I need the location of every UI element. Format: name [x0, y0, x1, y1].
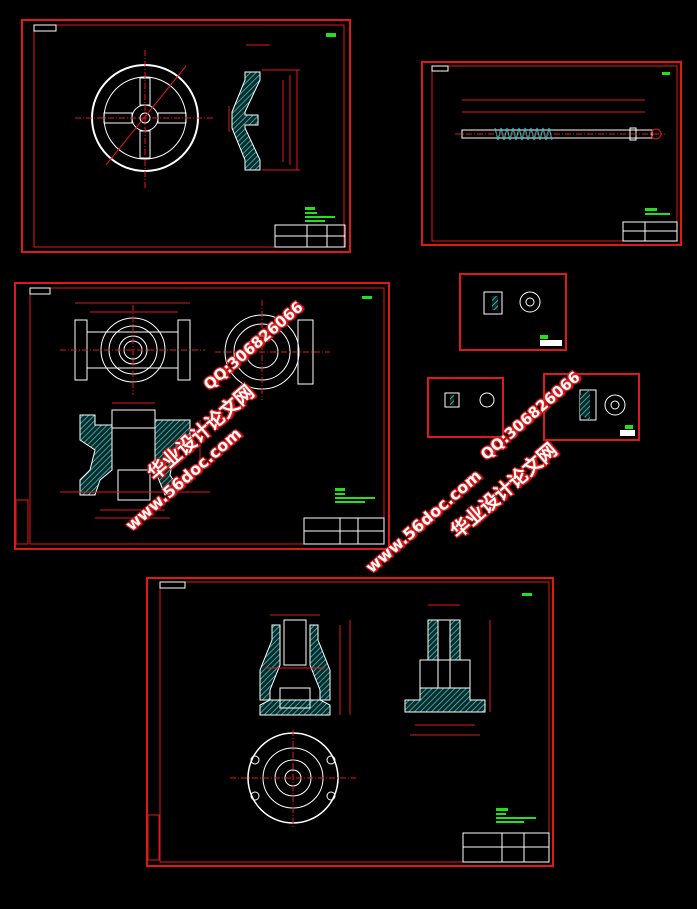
bonnet-side-view [404, 604, 491, 736]
shaft-sheet [421, 61, 682, 246]
title-block [274, 224, 346, 248]
bonnet-section-view [259, 614, 351, 716]
small-part-sheet-3 [543, 373, 640, 441]
revision-strip [147, 814, 160, 861]
bonnet-sheet [146, 577, 554, 867]
small-part-sheet-2 [427, 377, 504, 438]
technical-notes [305, 33, 336, 222]
revision-strip [15, 499, 29, 545]
technical-notes [496, 593, 536, 823]
title-block [303, 517, 385, 545]
shaft-view [455, 99, 665, 141]
valve-body-sheet [14, 282, 390, 550]
handwheel-sheet [21, 19, 351, 253]
title-block [622, 221, 678, 242]
handwheel-section-view [228, 44, 300, 171]
technical-notes [645, 72, 670, 215]
bonnet-top-view [230, 730, 356, 828]
valve-side-view [215, 300, 330, 400]
title-block [462, 832, 550, 863]
technical-notes [335, 296, 375, 503]
handwheel-front-view [75, 50, 215, 188]
valve-section-view [60, 402, 210, 519]
valve-front-view [60, 302, 205, 395]
small-part-sheet-1 [459, 273, 567, 351]
